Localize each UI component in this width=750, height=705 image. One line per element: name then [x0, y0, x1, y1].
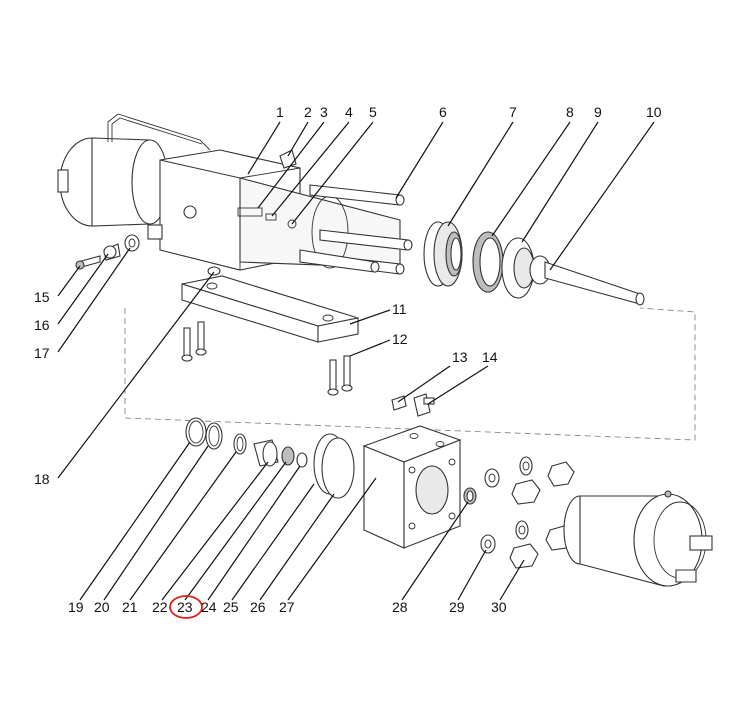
label-9: 9 [594, 104, 602, 120]
label-21: 21 [122, 599, 138, 615]
end-cylinder [563, 490, 713, 587]
seal-ring [472, 231, 504, 293]
highlight-circle [169, 595, 203, 619]
label-3: 3 [320, 104, 328, 120]
piston-rod [529, 255, 645, 306]
piston [423, 221, 463, 287]
label-17: 17 [34, 345, 50, 361]
washer-17 [124, 234, 140, 252]
label-18: 18 [34, 471, 50, 487]
label-13: 13 [452, 349, 468, 365]
callout-labels: 1 2 3 4 5 6 7 8 9 10 11 12 13 14 15 16 1… [34, 104, 662, 615]
label-10: 10 [646, 104, 662, 120]
assembly-boundary [124, 307, 696, 441]
label-20: 20 [94, 599, 110, 615]
washer-18 [207, 266, 221, 276]
seal-stack [185, 417, 355, 499]
label-16: 16 [34, 317, 50, 333]
label-30: 30 [491, 599, 507, 615]
label-6: 6 [439, 104, 447, 120]
label-8: 8 [566, 104, 574, 120]
label-22: 22 [152, 599, 168, 615]
leader-lines [57, 121, 655, 601]
label-1: 1 [276, 104, 284, 120]
label-2: 2 [304, 104, 312, 120]
label-11: 11 [392, 301, 407, 317]
label-28: 28 [392, 599, 408, 615]
label-7: 7 [509, 104, 517, 120]
mounting-bar [181, 275, 359, 343]
label-19: 19 [68, 599, 84, 615]
label-12: 12 [392, 331, 408, 347]
wiper-seal [501, 237, 535, 299]
label-4: 4 [345, 104, 353, 120]
flange-block [362, 425, 462, 549]
label-27: 27 [279, 599, 295, 615]
label-26: 26 [250, 599, 266, 615]
screws [181, 321, 353, 396]
fitting-16 [103, 243, 121, 261]
label-23: 23 [177, 599, 193, 615]
ring-28 [463, 487, 477, 505]
label-14: 14 [482, 349, 498, 365]
washers-nuts [480, 456, 575, 569]
label-15: 15 [34, 289, 50, 305]
label-24: 24 [201, 599, 217, 615]
cylinder-assembly [57, 113, 413, 275]
label-25: 25 [223, 599, 239, 615]
fitting-13-14 [391, 393, 435, 417]
bolt-15 [75, 255, 101, 270]
label-5: 5 [369, 104, 377, 120]
label-29: 29 [449, 599, 465, 615]
